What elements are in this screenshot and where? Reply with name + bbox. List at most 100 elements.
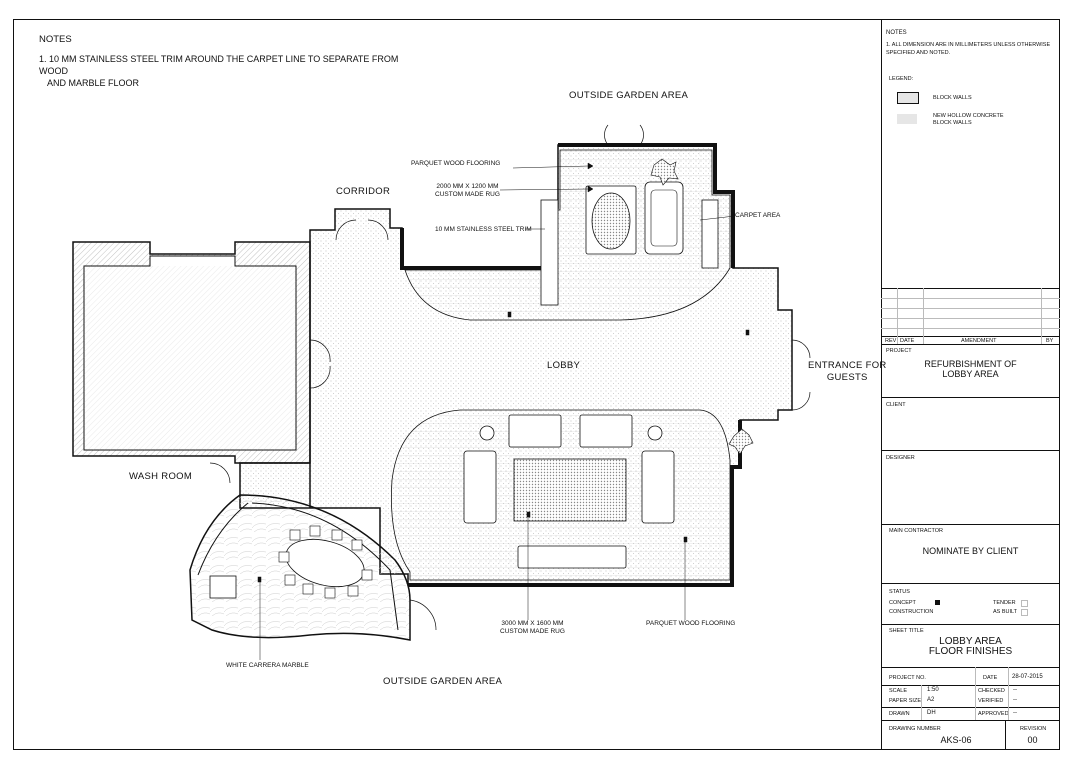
upper-parquet-zone: [404, 149, 731, 321]
note-item-1-line-1: 1. 10 MM STAINLESS STEEL TRIM AROUND THE…: [39, 54, 399, 76]
project-value: REFURBISHMENT OF LOBBY AREA: [881, 359, 1060, 379]
contractor-label: MAIN CONTRACTOR: [889, 528, 943, 534]
approved-label: APPROVED: [978, 711, 1009, 717]
rev-table-line: [881, 328, 1060, 329]
label-rug-small: 2000 MM X 1200 MM CUSTOM MADE RUG: [435, 183, 500, 199]
label-parquet-bottom: PARQUET WOOD FLOORING: [646, 620, 736, 627]
drawn-value: DH: [927, 710, 936, 716]
status-tender-checkbox: [1021, 600, 1028, 607]
status-concept-checkbox: [935, 600, 940, 605]
verified-value: --: [1013, 697, 1017, 703]
legend-hollow-line-1: NEW HOLLOW CONCRETE: [933, 113, 1004, 119]
label-trim: 10 MM STAINLESS STEEL TRIM: [435, 226, 532, 233]
dining-marble-area: [189, 494, 411, 641]
label-marble: WHITE CARRERA MARBLE: [226, 662, 309, 669]
drawing-number-value: AKS-06: [940, 735, 972, 745]
project-info-section: [881, 667, 1060, 668]
verified-label: VERIFIED: [978, 698, 1004, 704]
legend-hollow-label: NEW HOLLOW CONCRETE BLOCK WALLS: [933, 113, 1004, 127]
project-label: PROJECT: [886, 348, 912, 354]
label-rug-large: 3000 MM X 1600 MM CUSTOM MADE RUG: [500, 620, 565, 636]
info-col-line: [1008, 667, 1009, 720]
label-outside-garden-bottom: OUTSIDE GARDEN AREA: [383, 676, 503, 687]
revision-value: 00: [1027, 735, 1038, 745]
project-section: [881, 344, 1060, 345]
revision-divider: [1005, 720, 1006, 750]
label-rug-small-line-1: 2000 MM X 1200 MM: [436, 183, 499, 190]
legend-hollow-line-2: BLOCK WALLS: [933, 120, 972, 126]
date-value: 28-07-2015: [1012, 674, 1043, 680]
doors: [209, 124, 811, 631]
label-rug-large-line-1: 3000 MM X 1600 MM: [501, 620, 564, 627]
label-parquet-top: PARQUET WOOD FLOORING: [411, 160, 501, 167]
rev-col-by: BY: [1046, 338, 1054, 344]
rev-table-line: [881, 318, 1060, 319]
designer-label: DESIGNER: [886, 455, 915, 461]
date-label: DATE: [983, 675, 998, 681]
leader-lines: [257, 162, 750, 660]
sheet-title-label: SHEET TITLE: [889, 628, 924, 634]
rev-table-header-line: [881, 336, 1060, 337]
tb-notes-title: NOTES: [886, 30, 907, 36]
designer-section: [881, 450, 1060, 451]
status-tender: TENDER: [993, 600, 1016, 606]
sheet-title-section: [881, 624, 1060, 625]
label-rug-large-line-2: CUSTOM MADE RUG: [500, 628, 565, 635]
label-entrance-line-2: GUESTS: [826, 372, 868, 383]
label-rug-small-line-2: CUSTOM MADE RUG: [435, 191, 500, 198]
checked-label: CHECKED: [978, 688, 1005, 694]
note-item-1: 1. 10 MM STAINLESS STEEL TRIM AROUND THE…: [39, 53, 399, 89]
title-block-divider: [881, 19, 1060, 750]
project-no-label: PROJECT NO.: [889, 675, 926, 681]
legend-block-walls-swatch: [897, 92, 919, 104]
rev-table-line: [881, 298, 1060, 299]
rev-col-line: [1041, 288, 1042, 344]
revision-label: REVISION: [1020, 726, 1047, 732]
client-label: CLIENT: [886, 402, 906, 408]
tb-notes-line-1: 1. ALL DIMENSION ARE IN MILLIMETERS UNLE…: [886, 42, 1051, 48]
sheet-title-value: LOBBY AREA FLOOR FINISHES: [881, 637, 1060, 657]
status-label: STATUS: [889, 589, 910, 595]
info-col-line: [921, 685, 922, 720]
scale-row: [881, 685, 1060, 686]
legend-hollow-swatch: [897, 114, 917, 124]
paper-size-value: A2: [927, 697, 935, 703]
lower-parquet-zone: [391, 409, 754, 581]
sheet-title-line-1: LOBBY AREA: [939, 636, 1002, 647]
drawing-number-section: [881, 720, 1060, 721]
drawing-number-label: DRAWING NUMBER: [889, 726, 941, 732]
rev-col-date: DATE: [900, 338, 915, 344]
label-entrance-line-1: ENTRANCE FOR: [808, 360, 887, 371]
drawn-label: DRAWN: [889, 711, 910, 717]
rev-col-rev: REV: [885, 338, 897, 344]
drawing-sheet-border: [13, 19, 1060, 750]
project-value-line-1: REFURBISHMENT OF: [924, 359, 1017, 369]
project-value-line-2: LOBBY AREA: [942, 369, 999, 379]
floor-plan: [72, 124, 811, 660]
rev-col-line: [923, 288, 924, 344]
sheet-title-line-2: FLOOR FINISHES: [928, 646, 1013, 657]
rev-col-line: [897, 288, 898, 344]
label-entrance: ENTRANCE FOR GUESTS: [808, 360, 887, 384]
wash-room: [72, 241, 311, 464]
legend-block-walls-label: BLOCK WALLS: [933, 95, 972, 101]
rev-col-amendment: AMENDMENT: [961, 338, 997, 344]
contractor-value: NOMINATE BY CLIENT: [922, 546, 1019, 556]
approved-value: --: [1013, 710, 1017, 716]
label-wash-room: WASH ROOM: [129, 471, 193, 482]
rev-table-top: [881, 288, 1060, 289]
scale-value: 1:50: [927, 687, 939, 693]
checked-value: --: [1013, 687, 1017, 693]
tb-legend-title: LEGEND:: [889, 76, 914, 82]
paper-size-label: PAPER SIZE: [889, 698, 921, 704]
status-construction: CONSTRUCTION: [889, 609, 934, 615]
label-corridor: CORRIDOR: [336, 186, 391, 197]
status-as-built: AS BUILT: [993, 609, 1018, 615]
client-section: [881, 397, 1060, 398]
contractor-section: [881, 524, 1060, 525]
scale-label: SCALE: [889, 688, 908, 694]
note-item-1-line-2: AND MARBLE FLOOR: [47, 78, 140, 88]
label-lobby: LOBBY: [547, 360, 581, 371]
label-carpet-area: CARPET AREA: [735, 212, 781, 219]
tb-notes-text: 1. ALL DIMENSION ARE IN MILLIMETERS UNLE…: [886, 41, 1050, 57]
